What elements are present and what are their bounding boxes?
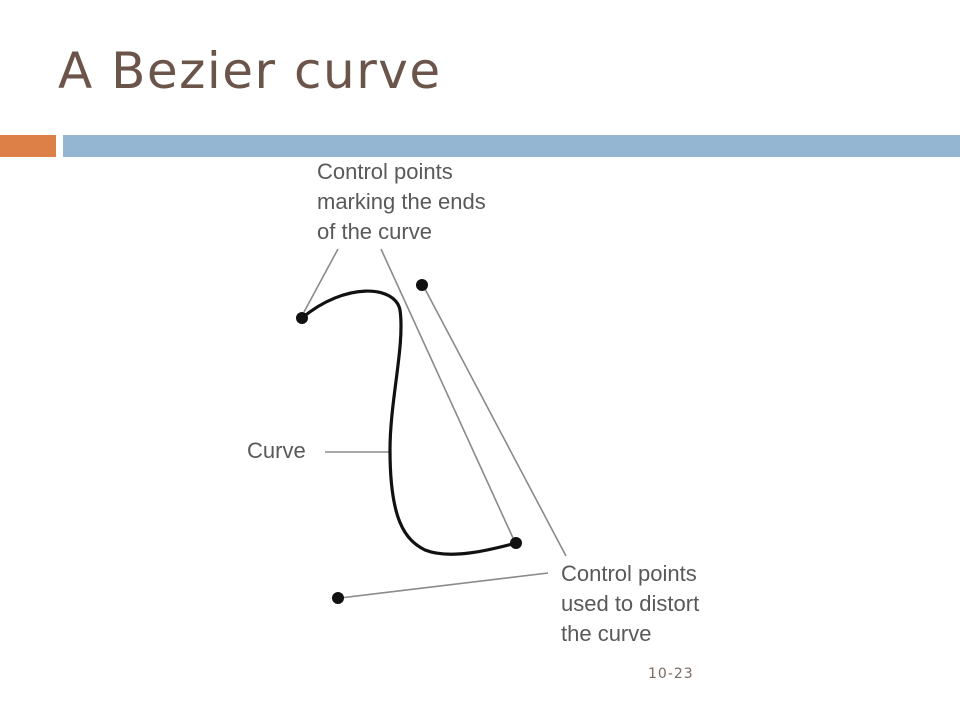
label-end-points-line-2: marking the ends xyxy=(317,189,486,214)
label-distort-points-line-2: used to distort xyxy=(561,591,699,616)
bezier-curve xyxy=(300,289,518,556)
control-point-distort-bottom xyxy=(332,592,344,604)
label-distort-points: Control points used to distort the curve xyxy=(561,561,705,646)
control-point-end xyxy=(510,537,522,549)
label-end-points-line-1: Control points xyxy=(317,159,453,184)
leader-line-end-point-right xyxy=(380,248,514,539)
control-point-distort-top xyxy=(416,279,428,291)
slide-title: A Bezier curve xyxy=(58,42,442,100)
leader-line-distort-bottom xyxy=(339,572,549,599)
control-point-start xyxy=(296,312,308,324)
label-end-points-line-3: of the curve xyxy=(317,219,432,244)
label-end-points: Control points marking the ends of the c… xyxy=(317,159,492,244)
leader-line-distort-top xyxy=(424,288,567,557)
page-number: 10-23 xyxy=(648,666,694,682)
label-curve: Curve xyxy=(247,438,306,463)
label-distort-points-line-3: the curve xyxy=(561,621,652,646)
title-accent-bar-blue xyxy=(63,135,960,157)
title-accent-bar-orange xyxy=(0,135,56,157)
leader-line-end-point-left xyxy=(303,248,339,313)
label-distort-points-line-1: Control points xyxy=(561,561,697,586)
